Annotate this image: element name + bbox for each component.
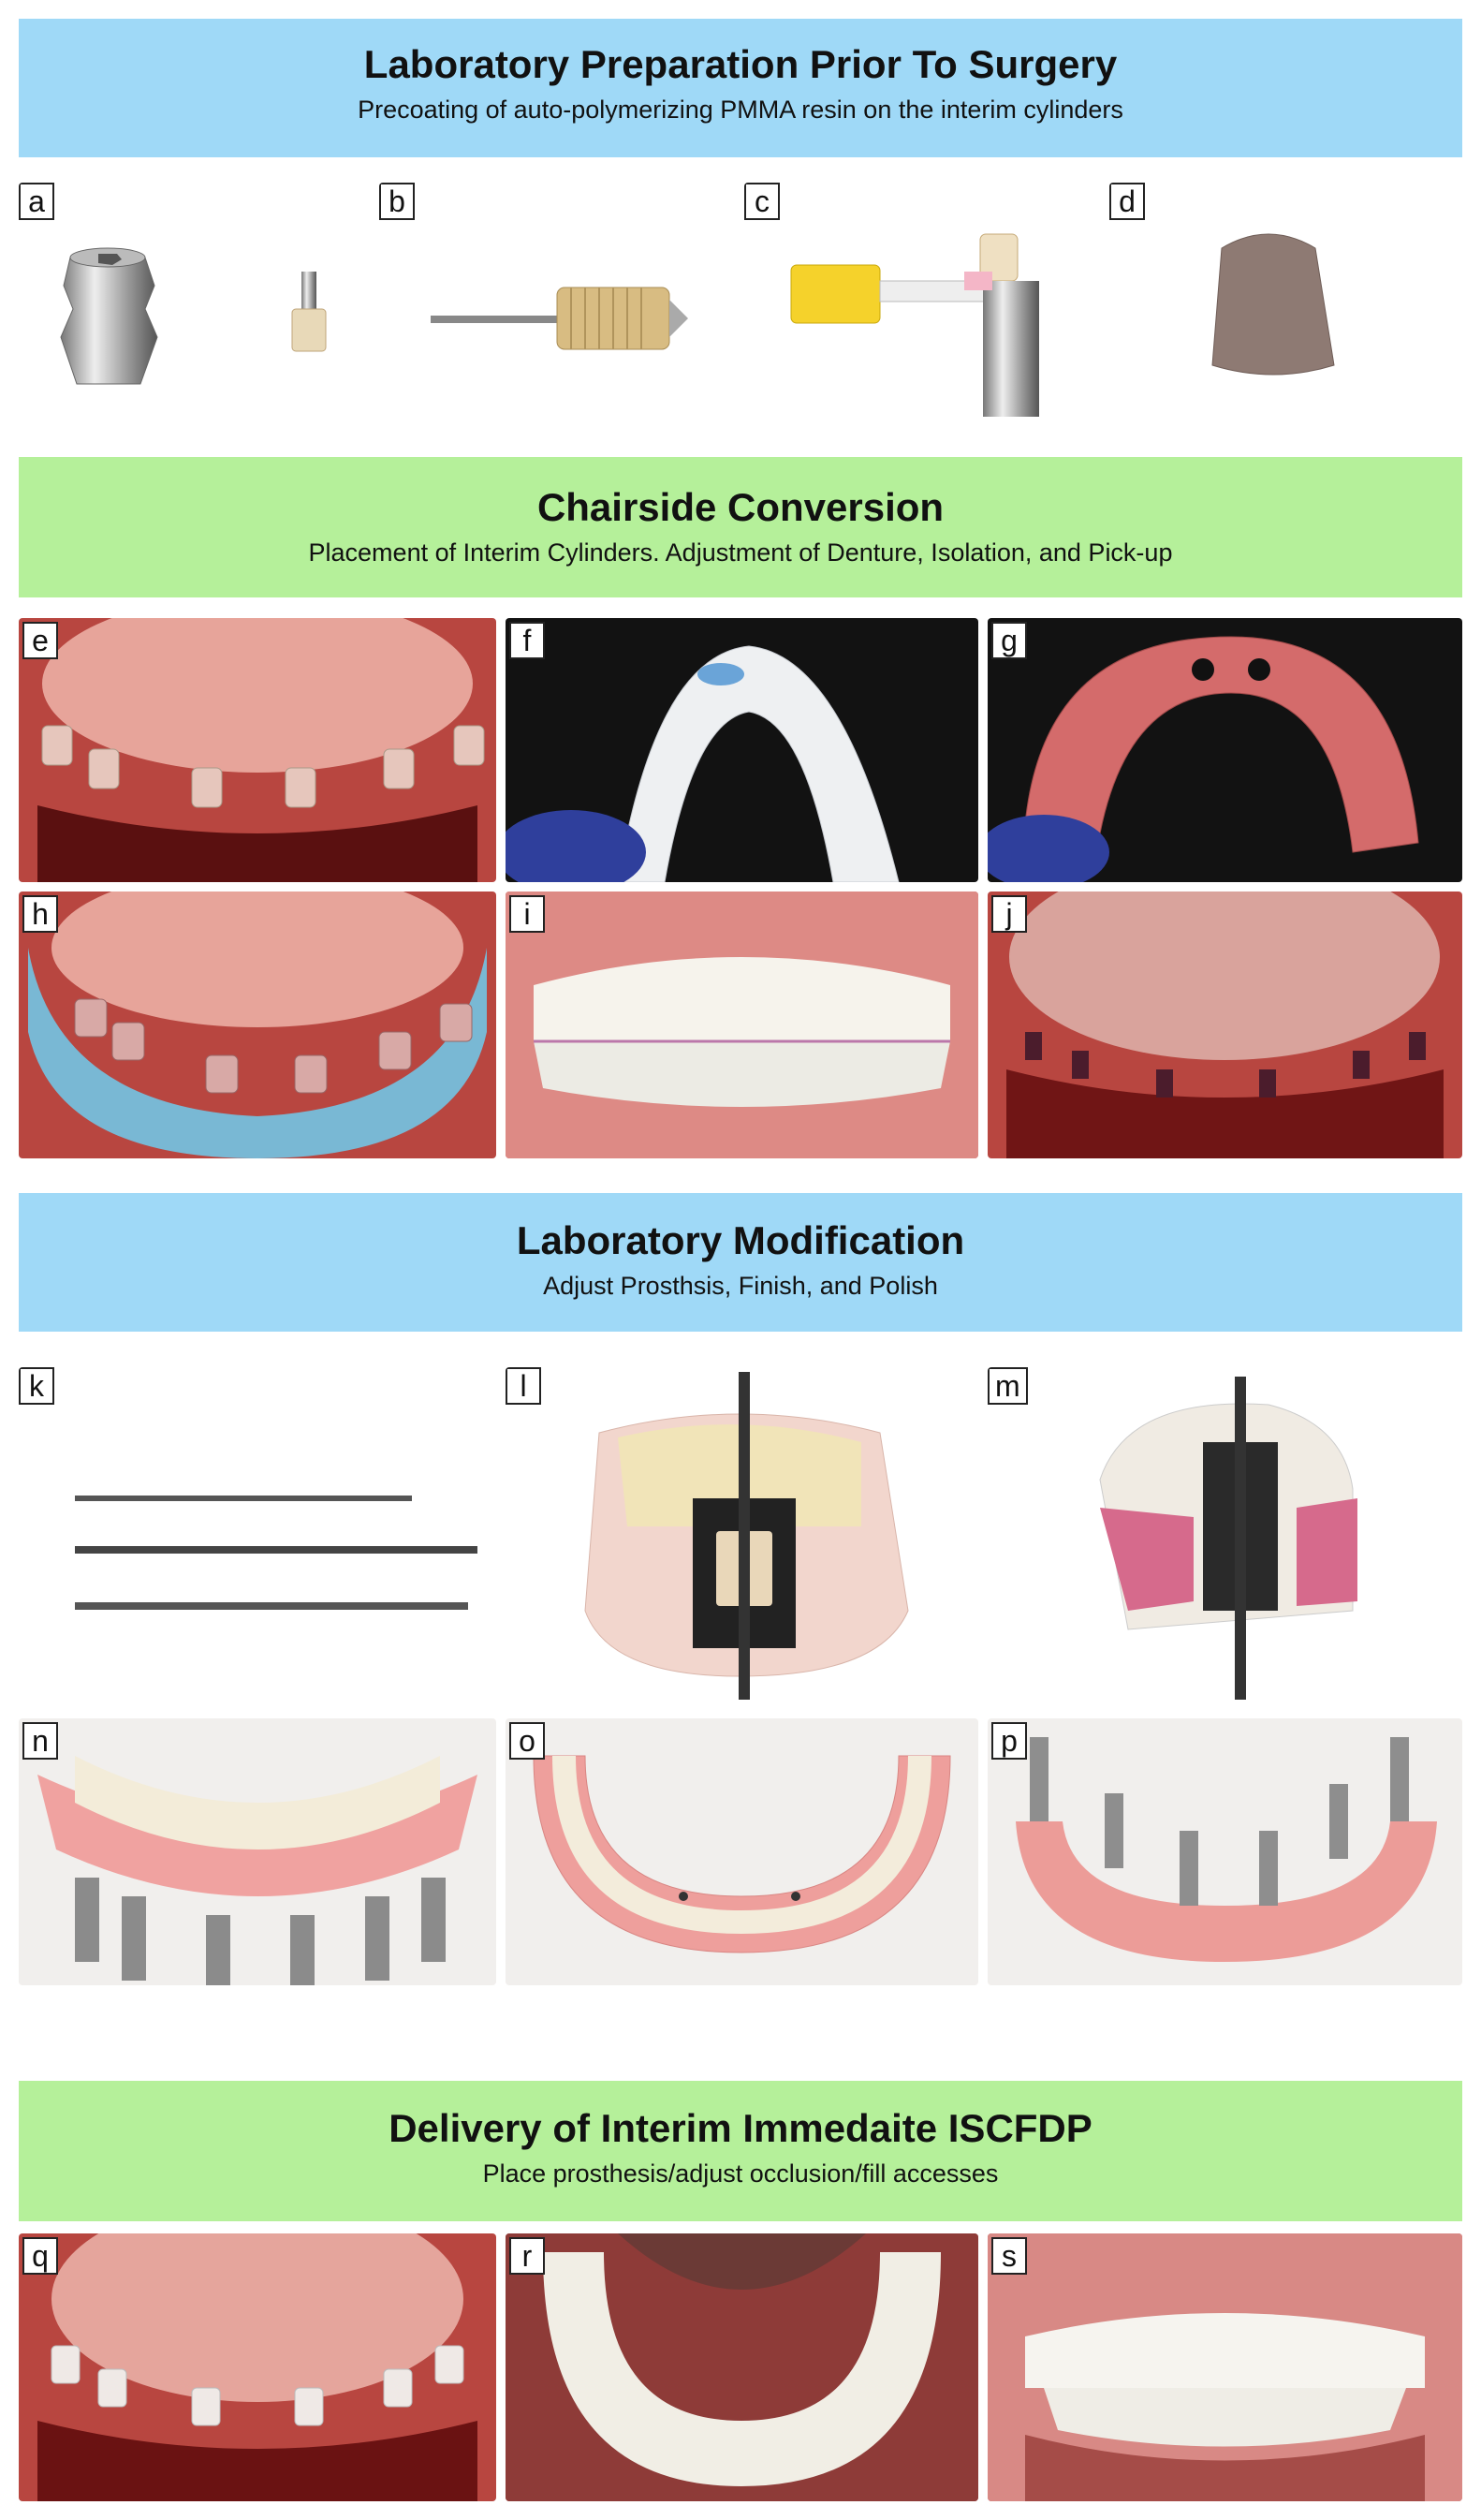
section-title: Laboratory Modification bbox=[516, 1218, 965, 1262]
delivery-cylinders-photo bbox=[37, 2233, 477, 2501]
panel-label: l bbox=[506, 1367, 541, 1405]
section-subtitle: Adjust Prosthsis, Finish, and Polish bbox=[543, 1272, 938, 1300]
panel-label: b bbox=[379, 183, 415, 220]
section-title: Chairside Conversion bbox=[536, 485, 945, 529]
panel-k-drills: k bbox=[19, 1367, 496, 1704]
panel-p-prosthesis-intaglio-view: p bbox=[988, 1718, 1462, 1985]
isolation-photo bbox=[28, 892, 487, 1158]
mouth-photo bbox=[37, 618, 485, 882]
panel-label: j bbox=[991, 895, 1027, 933]
panel-q-interim-cylinders-intraoral: q bbox=[19, 2233, 496, 2501]
panel-j-multi-unit-abutments: j bbox=[988, 892, 1462, 1158]
prosthesis-occlusal-photo bbox=[533, 1755, 951, 1953]
panel-label: q bbox=[22, 2237, 58, 2275]
prosthesis-front-photo bbox=[37, 1756, 477, 1985]
panel-label: h bbox=[22, 895, 58, 933]
panel-e-interim-cylinders-placed: e bbox=[19, 618, 496, 882]
panel-label: k bbox=[19, 1367, 54, 1405]
panel-label: p bbox=[991, 1722, 1027, 1760]
panel-m-sectioned-prosthesis-with-drill: m bbox=[988, 1367, 1462, 1704]
panel-label: m bbox=[988, 1367, 1028, 1405]
panel-d-resin-coated-cylinder: d bbox=[1109, 183, 1462, 417]
section-banner-lab-preparation: Laboratory Preparation Prior To Surgery … bbox=[19, 19, 1462, 157]
panel-h-rubber-dam-isolation: h bbox=[19, 892, 496, 1158]
section-subtitle: Precoating of auto-polymerizing PMMA res… bbox=[358, 96, 1123, 124]
panel-g-denture-relieved: g bbox=[988, 618, 1462, 882]
section-title: Laboratory Preparation Prior To Surgery bbox=[363, 42, 1118, 86]
section-banner-chairside-conversion: Chairside Conversion Placement of Interi… bbox=[19, 457, 1462, 597]
panel-l-sectioned-tooth-with-drill: l bbox=[506, 1367, 978, 1704]
occlusion-photo bbox=[506, 892, 978, 1158]
drills-photo bbox=[75, 1496, 477, 1610]
abutment-photo bbox=[60, 247, 327, 385]
panel-label: s bbox=[991, 2237, 1027, 2275]
sectioned-tooth-photo bbox=[584, 1372, 909, 1700]
driver-photo bbox=[431, 287, 688, 350]
panel-label: c bbox=[744, 183, 780, 220]
panel-r-prosthesis-delivered-occlusal: r bbox=[506, 2233, 978, 2501]
panel-label: a bbox=[19, 183, 54, 220]
section-subtitle: Placement of Interim Cylinders. Adjustme… bbox=[308, 538, 1173, 567]
panel-label: d bbox=[1109, 183, 1145, 220]
section-subtitle: Place prosthesis/adjust occlusion/fill a… bbox=[482, 2159, 999, 2188]
section-title: Delivery of Interim Immedaite ISCFDP bbox=[389, 2106, 1092, 2150]
panel-f-denture-with-impression: f bbox=[506, 618, 978, 882]
sectioned-prosthesis-photo bbox=[1099, 1377, 1357, 1700]
panel-label: o bbox=[509, 1722, 545, 1760]
panel-a-abutment-and-cylinder: a bbox=[19, 183, 356, 417]
abutments-photo bbox=[1006, 892, 1444, 1158]
denture-holes-photo bbox=[988, 636, 1419, 882]
panel-label: n bbox=[22, 1722, 58, 1760]
panel-label: r bbox=[509, 2237, 545, 2275]
panel-label: g bbox=[991, 622, 1027, 659]
prosthesis-intaglio-photo bbox=[1016, 1737, 1437, 1962]
resin-block-photo bbox=[1211, 233, 1335, 376]
panel-label: e bbox=[22, 622, 58, 659]
panel-i-denture-pick-up: i bbox=[506, 892, 978, 1158]
denture-impression-photo bbox=[506, 645, 900, 882]
delivered-occlusal-photo bbox=[506, 2233, 978, 2501]
analog-photo bbox=[790, 233, 1039, 417]
panel-n-prosthesis-with-analogs-front: n bbox=[19, 1718, 496, 1985]
final-smile-photo bbox=[988, 2233, 1462, 2501]
panel-label: f bbox=[509, 622, 545, 659]
panel-c-cylinder-on-analog: c bbox=[744, 183, 1100, 417]
section-banner-lab-modification: Laboratory Modification Adjust Prosthsis… bbox=[19, 1193, 1462, 1332]
panel-s-final-smile: s bbox=[988, 2233, 1462, 2501]
section-banner-delivery: Delivery of Interim Immedaite ISCFDP Pla… bbox=[19, 2081, 1462, 2221]
panel-o-prosthesis-occlusal-view: o bbox=[506, 1718, 978, 1985]
panel-label: i bbox=[509, 895, 545, 933]
panel-b-driver-with-cylinder: b bbox=[379, 183, 726, 417]
